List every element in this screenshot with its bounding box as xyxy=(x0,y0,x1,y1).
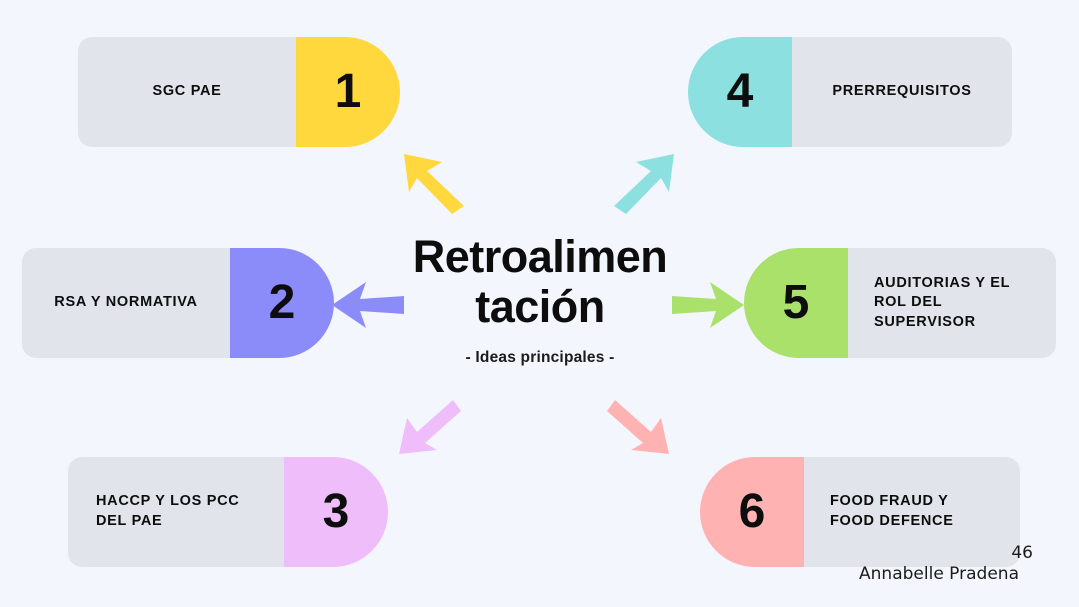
card-3-label: HACCP Y LOS PCC DEL PAE xyxy=(96,493,240,529)
arrow-to-card-3-icon xyxy=(395,398,463,460)
card-auditorias-y-el-rol-del-supervisor[interactable]: 5 AUDITORIAS Y EL ROL DEL SUPERVISOR xyxy=(744,248,1056,358)
card-1-body: SGC PAE xyxy=(78,37,296,147)
card-2-number: 2 xyxy=(230,248,334,358)
card-5-body: AUDITORIAS Y EL ROL DEL SUPERVISOR xyxy=(848,248,1056,358)
card-haccp-y-los-pcc-del-pae[interactable]: HACCP Y LOS PCC DEL PAE 3 xyxy=(68,457,388,567)
arrow-to-card-2-icon xyxy=(332,280,404,330)
card-prerrequisitos[interactable]: 4 PRERREQUISITOS xyxy=(688,37,1012,147)
card-6-label: FOOD FRAUD Y FOOD DEFENCE xyxy=(830,493,954,529)
center-block: Retroalimen tación - Ideas principales - xyxy=(370,231,710,367)
card-6-number: 6 xyxy=(700,457,804,567)
card-4-label: PRERREQUISITOS xyxy=(832,83,972,100)
card-2-body: RSA Y NORMATIVA xyxy=(22,248,230,358)
card-5-label: AUDITORIAS Y EL ROL DEL SUPERVISOR xyxy=(874,274,1011,330)
author-name: Annabelle Pradena xyxy=(859,564,1019,584)
card-4-body: PRERREQUISITOS xyxy=(792,37,1012,147)
card-food-fraud-y-food-defence[interactable]: 6 FOOD FRAUD Y FOOD DEFENCE xyxy=(700,457,1020,567)
card-5-number: 5 xyxy=(744,248,848,358)
card-4-number: 4 xyxy=(688,37,792,147)
arrow-to-card-6-icon xyxy=(605,398,673,460)
arrow-to-card-1-icon xyxy=(400,148,470,216)
page-subtitle: - Ideas principales - xyxy=(465,348,615,366)
arrow-to-card-4-icon xyxy=(608,148,678,216)
card-3-body: HACCP Y LOS PCC DEL PAE xyxy=(68,457,284,567)
card-rsa-y-normativa[interactable]: RSA Y NORMATIVA 2 xyxy=(22,248,334,358)
card-1-number: 1 xyxy=(296,37,400,147)
arrow-to-card-5-icon xyxy=(672,280,744,330)
page-title: Retroalimen tación xyxy=(412,231,668,333)
slide-number: 46 xyxy=(1011,543,1033,563)
card-6-body: FOOD FRAUD Y FOOD DEFENCE xyxy=(804,457,1020,567)
card-2-label: RSA Y NORMATIVA xyxy=(54,294,198,311)
card-sgc-pae[interactable]: SGC PAE 1 xyxy=(78,37,400,147)
card-3-number: 3 xyxy=(284,457,388,567)
card-1-label: SGC PAE xyxy=(152,83,222,100)
